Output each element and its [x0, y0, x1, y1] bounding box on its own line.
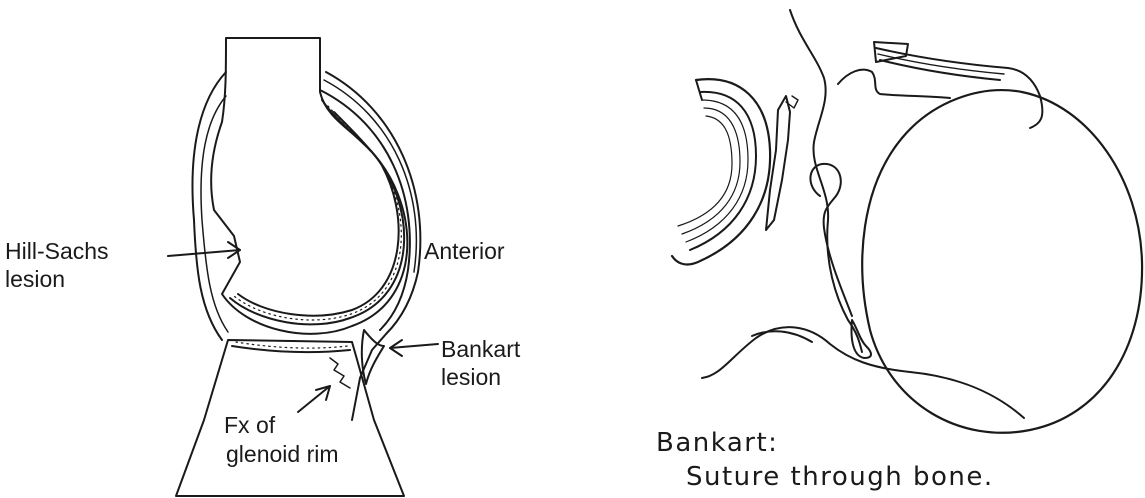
- anterior-capsule-line-2: [752, 331, 812, 342]
- anterior-label: Anterior: [424, 238, 505, 264]
- hill-sachs-label-line1: Hill-Sachs: [5, 238, 109, 264]
- repair-caption-title: Bankart:: [656, 428, 778, 458]
- humeral-cartilage-outer: [230, 100, 404, 324]
- fx-arrow: [298, 386, 330, 412]
- shoulder-joint-diagram: [168, 38, 438, 496]
- cuff-tendon-top: [876, 48, 1042, 128]
- glenoid-outline: [176, 340, 404, 496]
- fx-glenoid-label-line2: glenoid rim: [226, 441, 339, 467]
- repair-humeral-head: [862, 90, 1142, 433]
- capsule-inner: [324, 80, 416, 272]
- bankart-lesion-label-line2: lesion: [441, 364, 501, 390]
- glenoid-rim-fracture: [330, 358, 350, 388]
- suture-loop: [810, 164, 852, 316]
- repair-caption-text: Suture through bone.: [686, 462, 994, 492]
- hill-sachs-arrow: [168, 250, 240, 256]
- fx-glenoid-label-line1: Fx of: [224, 412, 275, 438]
- subscapularis-fiber-3: [678, 116, 732, 226]
- humeral-cartilage-inner: [238, 112, 399, 316]
- glenoid-cartilage-line: [232, 346, 350, 352]
- humeral-head-outline: [211, 38, 407, 334]
- glenoid-line: [790, 10, 862, 352]
- bankart-lesion-label-line1: Bankart: [441, 336, 520, 362]
- subscapularis-end: [696, 80, 702, 100]
- bankart-repair-diagram: [672, 10, 1142, 433]
- capsule-outer: [326, 72, 420, 420]
- hill-sachs-label-line2: lesion: [5, 266, 65, 292]
- bankart-arrow: [390, 344, 438, 348]
- capsule-posterior-outer: [192, 72, 226, 340]
- cuff-tendon-top-2: [880, 60, 1000, 80]
- bankart-lesion: [362, 330, 384, 384]
- subscapularis-fiber-1: [686, 100, 748, 242]
- glenoid-cartilage-stipple: [236, 342, 348, 348]
- acromion-hook: [838, 70, 950, 98]
